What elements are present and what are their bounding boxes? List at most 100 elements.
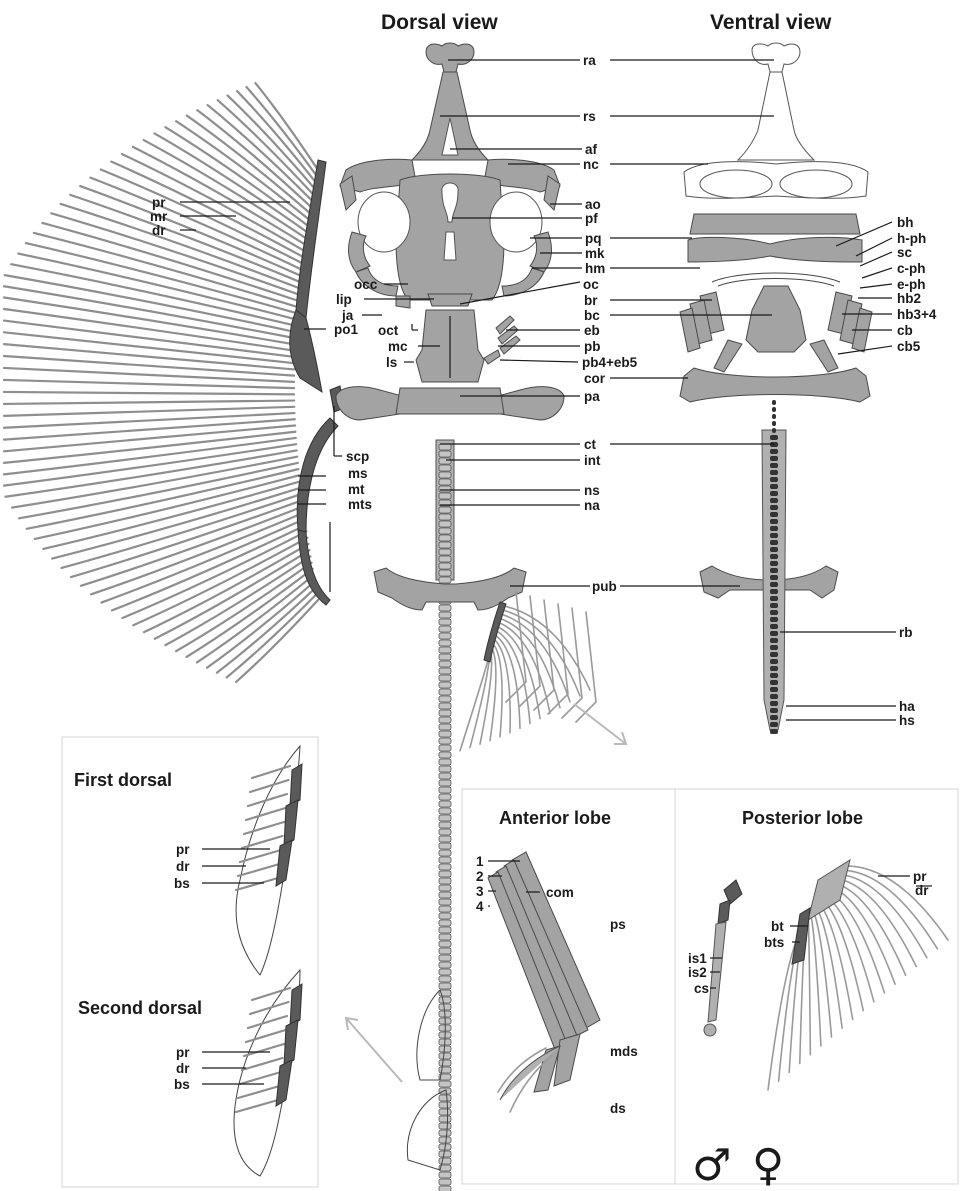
dorsal-view-title: Dorsal view <box>381 11 498 34</box>
vertebra <box>439 934 451 940</box>
label-eb: eb <box>584 323 600 338</box>
label-is1: is1 <box>688 951 707 966</box>
label-oc: oc <box>583 277 599 292</box>
centrum <box>770 519 778 524</box>
label-hm: hm <box>585 261 605 276</box>
pectoral-radial <box>4 321 295 357</box>
vertebra <box>439 983 451 989</box>
pectoral-radial <box>217 588 316 673</box>
basibranchial <box>746 286 806 352</box>
label-na: na <box>584 498 600 513</box>
vertebra <box>439 997 451 1003</box>
second-dorsal-fin <box>234 970 302 1176</box>
pectoral-radial <box>4 401 294 404</box>
vertebra <box>439 738 451 744</box>
dorsal-fin-radial <box>250 780 289 792</box>
vertebra <box>439 1081 451 1087</box>
rostral-appendix-ventral <box>752 43 800 72</box>
vertebra <box>439 745 451 751</box>
pelvic-radial <box>495 635 520 728</box>
pectoral-radial <box>112 525 306 610</box>
vertebra <box>439 850 451 856</box>
vertebra <box>439 759 451 765</box>
epibranchials <box>484 316 520 364</box>
vertebra <box>439 913 451 919</box>
vertebra <box>439 577 451 583</box>
female-symbol: ♀ <box>752 1140 784 1191</box>
centrum <box>770 673 778 678</box>
centrum <box>770 694 778 699</box>
vertebra <box>439 717 451 723</box>
vertebra <box>439 444 451 450</box>
vertebra <box>439 871 451 877</box>
label-hb3+4: hb3+4 <box>897 307 937 322</box>
pectoral-radial <box>4 368 294 382</box>
pectoral-radial <box>4 438 296 474</box>
dorsal-fin-radial <box>248 1016 287 1028</box>
basipterygium-terminal <box>792 908 810 964</box>
basipterygium <box>808 860 850 920</box>
vertebra <box>439 927 451 933</box>
label-pr: pr <box>152 195 166 210</box>
dorsal-fin-radial <box>242 836 283 848</box>
dorsal-fin-radial <box>240 1072 281 1084</box>
label-h-ph: h-ph <box>897 231 926 246</box>
vertebra <box>439 899 451 905</box>
centrum <box>770 610 778 615</box>
centrum <box>770 638 778 643</box>
label-mc: mc <box>388 339 408 354</box>
dorsal-fin-radial <box>244 822 284 834</box>
vertebra <box>439 626 451 632</box>
vertebra <box>439 528 451 534</box>
vertebra <box>439 857 451 863</box>
label-bt: bt <box>771 919 784 934</box>
centrum <box>770 582 778 587</box>
vertebra <box>439 535 451 541</box>
vertebra <box>439 1088 451 1094</box>
first-dorsal-fin <box>236 746 302 975</box>
centrum <box>770 484 778 489</box>
centrum <box>770 722 778 727</box>
label-br: br <box>584 293 598 308</box>
label-pf: pf <box>585 211 598 226</box>
metapterygium <box>297 418 338 532</box>
vertebra <box>439 1137 451 1143</box>
vertebra <box>439 549 451 555</box>
vertebra <box>439 633 451 639</box>
centrum <box>770 554 778 559</box>
dorsal-fins-panel <box>62 737 318 1187</box>
rostral-appendix <box>426 43 474 72</box>
vertebra <box>439 878 451 884</box>
centrum <box>772 414 776 419</box>
pectoral-radial <box>26 243 297 313</box>
label-cs: cs <box>694 981 709 996</box>
label-ds: ds <box>610 1101 626 1116</box>
label-first-dorsal-dr: dr <box>176 859 190 874</box>
dorsal-fin-radial <box>250 1002 289 1014</box>
pectoral-radial <box>4 380 294 388</box>
centrum <box>770 624 778 629</box>
label-bts: bts <box>764 935 784 950</box>
vertebra <box>439 458 451 464</box>
male-symbol: ♂ <box>692 1140 731 1191</box>
vertebra <box>439 1130 451 1136</box>
vertebra <box>439 920 451 926</box>
vertebra <box>439 1172 451 1178</box>
label-e-ph: e-ph <box>897 277 926 292</box>
label-posterior-pr: pr <box>913 869 927 884</box>
label-second-dorsal-dr: dr <box>176 1061 190 1076</box>
dorsal-fin-radial <box>246 808 286 820</box>
clasper-skeleton <box>704 880 742 1036</box>
label-pq: pq <box>585 231 602 246</box>
centrum <box>772 428 776 433</box>
posterior-lobe-radials <box>768 866 948 1090</box>
label-radial-2: 2 <box>476 869 484 884</box>
vertebra <box>439 619 451 625</box>
vertebra <box>439 689 451 695</box>
jaw-articulation <box>396 296 410 308</box>
centrum <box>770 666 778 671</box>
vertebra <box>439 472 451 478</box>
centrum <box>770 505 778 510</box>
label-first-dorsal-bs: bs <box>174 876 190 891</box>
vertebra <box>439 885 451 891</box>
